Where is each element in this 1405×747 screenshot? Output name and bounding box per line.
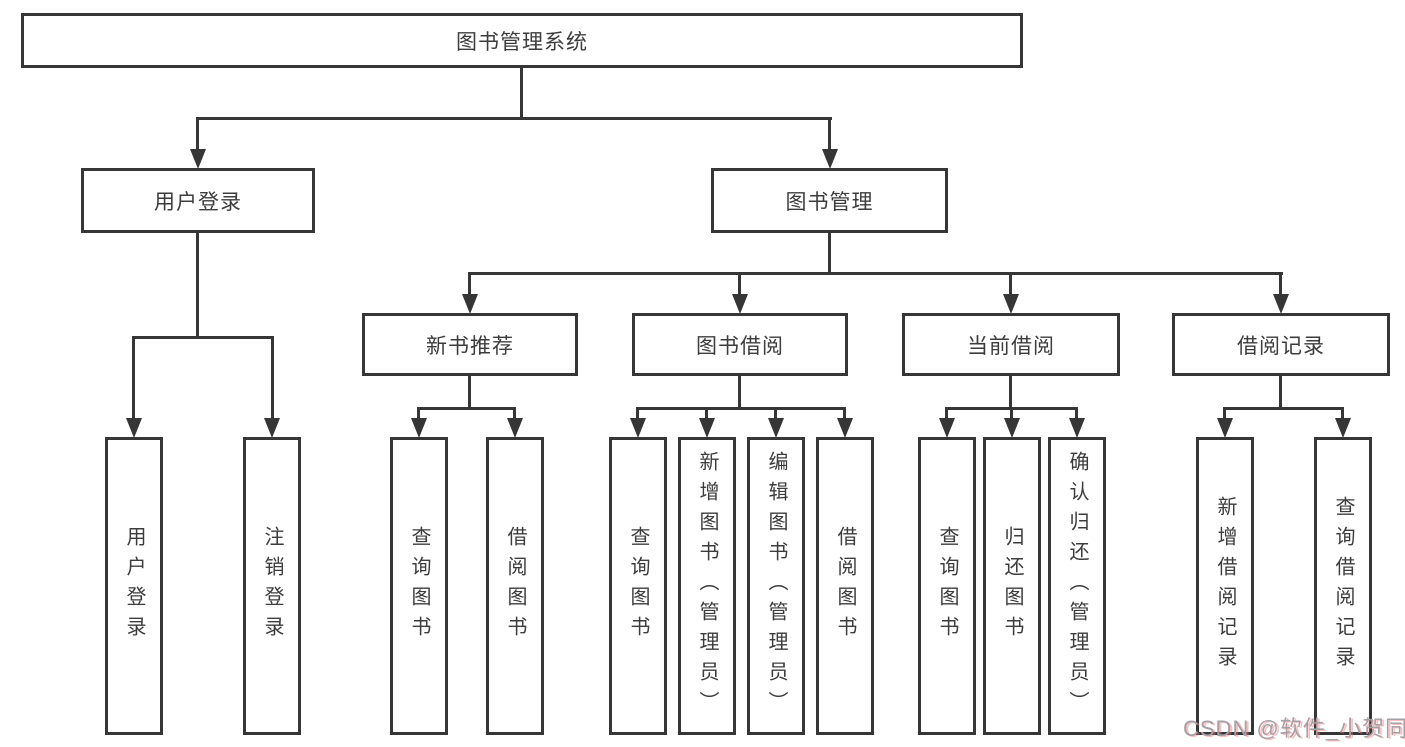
node-borrowing-records-label: 借阅记录 <box>1237 334 1325 358</box>
arrowhead-to-leaf <box>939 418 955 438</box>
leaf-label: 借阅图书 <box>834 526 856 646</box>
arrowhead-to-leaf <box>1004 418 1020 438</box>
arrowhead-to-leaf <box>507 418 523 438</box>
arrowhead-to-leaf-logout <box>264 418 280 438</box>
connector-user-login-stub <box>196 233 199 338</box>
connector-root-branch <box>196 117 832 120</box>
arrowhead-to-new-book-recommend <box>462 294 478 314</box>
node-new-book-recommend: 新书推荐 <box>362 313 578 376</box>
connector-arrow-shaft <box>468 272 471 296</box>
leaf-borrow-books-recommend: 借阅图书 <box>486 437 544 735</box>
leaf-label: 查询图书 <box>408 526 430 646</box>
node-user-login-label: 用户登录 <box>154 190 242 214</box>
connector-arrow-shaft <box>738 272 741 296</box>
leaf-label: 借阅图书 <box>504 526 526 646</box>
connector-new-book-recommend-stub <box>468 376 471 409</box>
leaf-edit-books-admin: 编辑图书（管理员） <box>747 437 805 735</box>
node-current-borrowing-label: 当前借阅 <box>967 334 1055 358</box>
connector-new-book-recommend-branch <box>417 407 516 410</box>
arrowhead-to-leaf-user-login <box>126 418 142 438</box>
connector-current-borrowing-stub <box>1009 376 1012 409</box>
connector-arrow-shaft <box>774 407 777 420</box>
arrowhead-to-user-login <box>190 149 206 169</box>
leaf-logout: 注销登录 <box>243 437 301 735</box>
connector-borrowing-records-branch <box>1223 407 1344 410</box>
connector-arrow-shaft <box>132 336 135 420</box>
connector-book-borrowing-branch <box>636 407 846 410</box>
arrowhead-to-leaf <box>837 418 853 438</box>
leaf-label: 用户登录 <box>123 526 145 646</box>
arrowhead-to-leaf <box>411 418 427 438</box>
leaf-label: 查询图书 <box>627 526 649 646</box>
connector-root-stub <box>520 68 523 120</box>
leaf-borrow-books: 借阅图书 <box>816 437 874 735</box>
arrowhead-to-borrowing-records <box>1273 294 1289 314</box>
node-user-login: 用户登录 <box>81 168 315 233</box>
connector-arrow-shaft <box>843 407 846 420</box>
leaf-label: 新增借阅记录 <box>1214 496 1236 676</box>
connector-book-management-branch <box>468 272 1283 275</box>
connector-arrow-shaft <box>705 407 708 420</box>
leaf-add-books-admin: 新增图书（管理员） <box>678 437 736 735</box>
node-book-borrowing: 图书借阅 <box>632 313 848 376</box>
connector-arrow-shaft <box>1223 407 1226 420</box>
arrowhead-to-current-borrowing <box>1003 294 1019 314</box>
node-new-book-recommend-label: 新书推荐 <box>426 334 514 358</box>
leaf-label: 新增图书（管理员） <box>696 451 718 721</box>
arrowhead-to-leaf <box>630 418 646 438</box>
csdn-watermark: CSDN @软件_小贺同学 <box>1183 716 1405 741</box>
leaf-query-books-current: 查询图书 <box>918 437 976 735</box>
connector-user-login-branch <box>132 336 274 339</box>
leaf-user-login: 用户登录 <box>105 437 163 735</box>
node-book-borrowing-label: 图书借阅 <box>696 334 784 358</box>
arrowhead-to-book-management <box>822 149 838 169</box>
connector-book-management-stub <box>828 233 831 274</box>
connector-arrow-shaft <box>828 117 831 151</box>
connector-arrow-shaft <box>1009 272 1012 296</box>
arrowhead-to-leaf <box>699 418 715 438</box>
leaf-add-borrow-record: 新增借阅记录 <box>1196 437 1254 735</box>
arrowhead-to-leaf <box>1335 418 1351 438</box>
node-current-borrowing: 当前借阅 <box>902 313 1120 376</box>
leaf-label: 查询借阅记录 <box>1332 496 1354 676</box>
connector-arrow-shaft <box>513 407 516 420</box>
node-book-management-label: 图书管理 <box>785 190 874 214</box>
connector-book-borrowing-stub <box>738 376 741 409</box>
connector-arrow-shaft <box>636 407 639 420</box>
connector-arrow-shaft <box>1341 407 1344 420</box>
connector-arrow-shaft <box>945 407 948 420</box>
node-borrowing-records: 借阅记录 <box>1172 313 1390 376</box>
connector-arrow-shaft <box>1075 407 1078 420</box>
connector-arrow-shaft <box>1279 272 1282 296</box>
node-library-management-system-label: 图书管理系统 <box>456 30 588 54</box>
leaf-label: 编辑图书（管理员） <box>765 451 787 721</box>
connector-arrow-shaft <box>271 336 274 420</box>
connector-borrowing-records-stub <box>1279 376 1282 409</box>
node-library-management-system: 图书管理系统 <box>21 13 1023 68</box>
connector-arrow-shaft <box>417 407 420 420</box>
arrowhead-to-book-borrowing <box>732 294 748 314</box>
leaf-query-borrow-record: 查询借阅记录 <box>1314 437 1372 735</box>
arrowhead-to-leaf <box>1217 418 1233 438</box>
connector-arrow-shaft <box>1010 407 1013 420</box>
connector-arrow-shaft <box>196 117 199 151</box>
arrowhead-to-leaf <box>768 418 784 438</box>
node-book-management: 图书管理 <box>711 168 948 233</box>
leaf-label: 归还图书 <box>1001 526 1023 646</box>
arrowhead-to-leaf <box>1069 418 1085 438</box>
leaf-label: 查询图书 <box>936 526 958 646</box>
leaf-query-books-borrowing: 查询图书 <box>609 437 667 735</box>
leaf-label: 确认归还（管理员） <box>1066 451 1088 721</box>
leaf-label: 注销登录 <box>261 526 283 646</box>
leaf-return-books: 归还图书 <box>983 437 1041 735</box>
leaf-confirm-return-admin: 确认归还（管理员） <box>1048 437 1106 735</box>
leaf-query-books-recommend: 查询图书 <box>390 437 448 735</box>
